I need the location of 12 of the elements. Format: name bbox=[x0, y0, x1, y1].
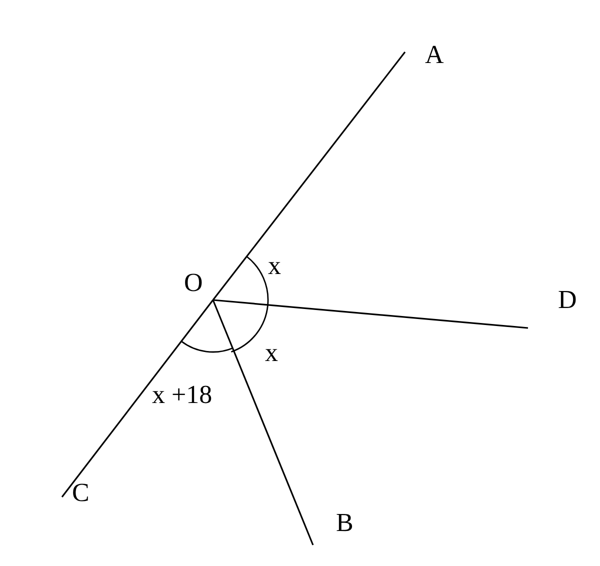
point-label: C bbox=[72, 480, 90, 506]
angle-label: x bbox=[265, 340, 278, 366]
point-label: D bbox=[558, 287, 577, 313]
ray-line bbox=[212, 52, 406, 300]
point-label: A bbox=[425, 42, 444, 68]
point-label: B bbox=[336, 510, 354, 536]
ray-line bbox=[212, 300, 314, 546]
ray-line bbox=[212, 299, 528, 329]
angle-label: x bbox=[268, 253, 281, 279]
point-label: O bbox=[184, 270, 203, 296]
angle-label: x +18 bbox=[152, 382, 212, 408]
ray-line bbox=[61, 300, 214, 498]
